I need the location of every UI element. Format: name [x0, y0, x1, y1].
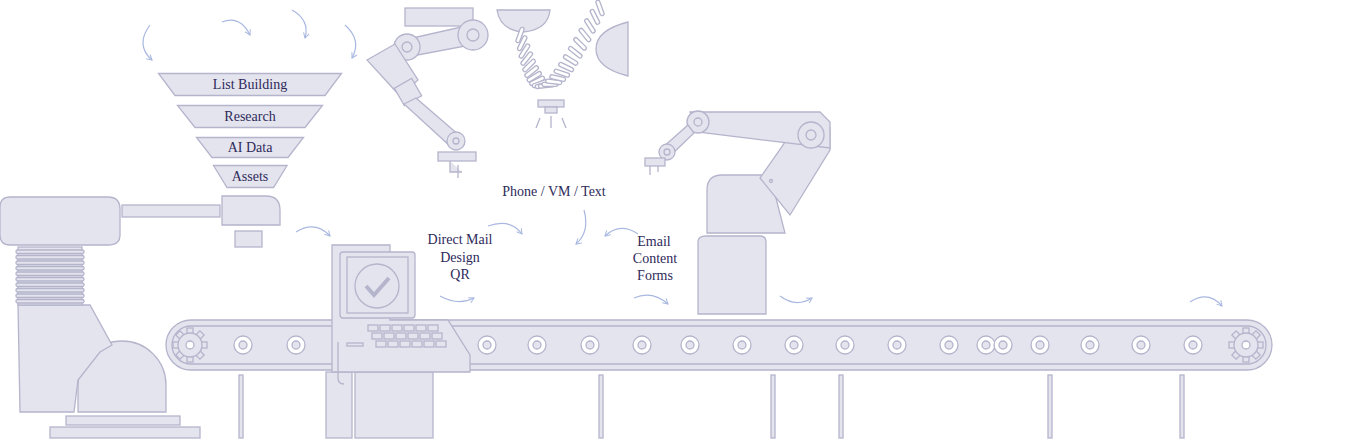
checkout-terminal	[326, 245, 470, 438]
band-label: List Building	[158, 73, 342, 96]
band-label: Assets	[213, 165, 288, 188]
flow-arrows	[143, 10, 1222, 306]
funnel-band: Research	[177, 105, 323, 128]
funnel-band: AI Data	[196, 137, 304, 158]
band-label: Research	[177, 105, 323, 128]
channel-label: QR	[450, 267, 469, 283]
channel-label: Content	[633, 251, 677, 267]
channel-label: Design	[440, 250, 480, 266]
channel-label: Forms	[637, 268, 673, 284]
funnel-band: List Building	[158, 73, 342, 96]
top-robot-arm	[367, 8, 488, 178]
left-robot	[0, 196, 280, 438]
right-robot	[645, 111, 830, 314]
channel-label: Email	[637, 234, 670, 250]
channel-label: Phone / VM / Text	[502, 184, 606, 200]
funnel-band: Assets	[213, 165, 288, 188]
spray-robot	[497, 0, 628, 128]
band-label: AI Data	[196, 137, 304, 158]
channel-label: Direct Mail	[428, 232, 493, 248]
